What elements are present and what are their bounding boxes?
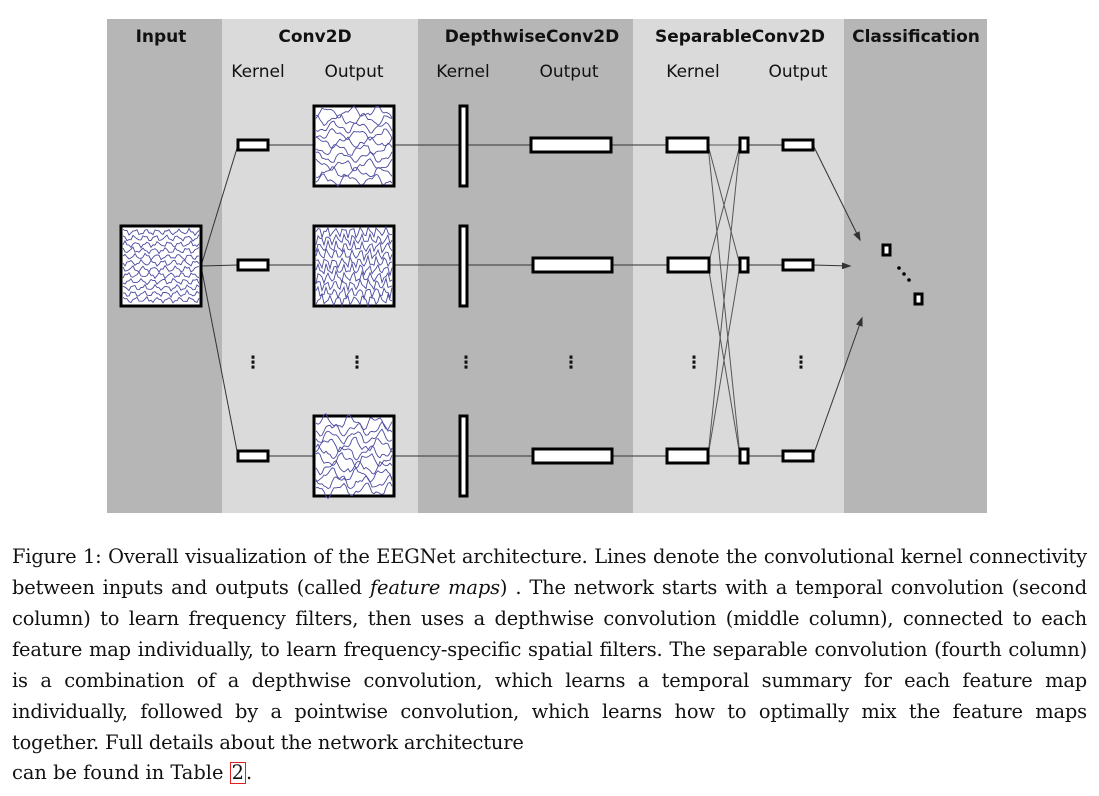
ellipsis-sep-kernel: ⋮ [686,353,703,373]
conv2d-kernel-label: Kernel [231,62,284,82]
caption-text-2: ) . The network starts with a temporal c… [12,576,1087,754]
separable-cross-line-2-0 [707,144,741,457]
class-arrow-top [812,144,861,241]
ellipsis-depth-output: ⋮ [563,353,580,373]
input-to-kernel-line-0 [200,144,239,267]
pointwise-kernel-0 [738,136,750,154]
separable-header: SeparableConv2D [655,27,825,47]
depthwise-output-2 [531,447,614,465]
input-to-kernel-line-1 [200,264,239,267]
input-to-kernel-line-2 [200,265,239,457]
class-node-1 [881,243,892,257]
connection-lines [200,144,863,457]
classification-column-bg [844,19,987,513]
depthwise-kernel-0 [458,104,469,188]
conv2d-output-map-1 [312,224,396,308]
conv2d-output-label: Output [324,62,383,82]
table-reference-link[interactable]: 2 [229,761,246,784]
conv2d-kernel-0 [236,138,270,152]
conv2d-output-map-0 [312,104,396,188]
separable-kernel-0 [665,136,710,154]
caption-end: . [245,761,253,784]
separable-kernel-1 [666,256,711,274]
caption-last-line: can be found in Table 2. [12,757,252,788]
class-arrow-bottom-head [856,316,863,327]
eegnet-architecture-figure: Input Conv2D DepthwiseConv2D SeparableCo… [107,19,987,513]
ellipsis-conv-kernel: ⋮ [245,353,262,373]
separable-kernel-label: Kernel [666,62,719,82]
ellipsis-conv-output: ⋮ [349,353,366,373]
caption-text-3: can be found in Table [12,761,224,784]
separable-kernel-2 [665,447,710,465]
class-node-n [913,292,924,306]
class-dot-0 [897,266,901,270]
depthwise-output-0 [529,136,613,154]
class-arrow-mid-head [841,262,852,270]
separable-cross-line-2-1 [707,264,741,457]
caption-label: Figure 1: [12,545,102,568]
separable-output-1 [781,258,815,272]
ellipsis-depth-kernel: ⋮ [458,353,475,373]
pointwise-kernel-2 [738,447,750,465]
caption-emphasis: feature maps [369,576,500,599]
depthwise-output-label: Output [539,62,598,82]
caption-text-1: Overall visualization of the EEGNet arch… [12,545,1087,599]
input-eeg-signal [119,224,203,308]
depthwise-kernel-1 [458,224,469,308]
conv2d-kernel-2 [236,449,270,463]
class-arrow-bottom [812,317,863,457]
input-header: Input [136,27,187,47]
depthwise-header: DepthwiseConv2D [445,27,620,47]
ellipsis-sep-output: ⋮ [793,353,810,373]
depthwise-kernel-label: Kernel [436,62,489,82]
class-dot-2 [907,278,911,282]
pointwise-kernel-1 [738,256,750,274]
depthwise-output-1 [531,256,614,274]
figure-caption: Figure 1: Overall visualization of the E… [12,541,1087,758]
separable-output-0 [781,138,815,152]
class-dot-1 [902,272,906,276]
depthwise-kernel-2 [458,414,469,498]
separable-output-label: Output [768,62,827,82]
classification-header: Classification [852,27,980,47]
conv2d-output-map-2 [312,413,396,500]
separable-output-2 [781,449,815,463]
conv2d-kernel-1 [236,258,270,272]
class-arrow-top-head [853,231,861,242]
separable-cross-line-1-0 [707,144,741,266]
conv2d-header: Conv2D [278,27,351,47]
layer-shapes [119,104,924,500]
